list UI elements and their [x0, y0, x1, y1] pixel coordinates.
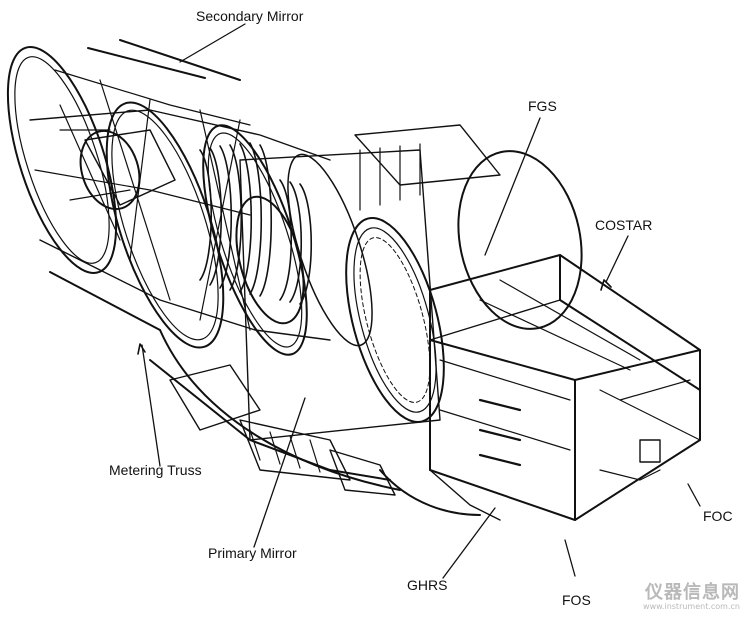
label-ghrs: GHRS: [407, 577, 448, 593]
label-costar: COSTAR: [595, 217, 653, 233]
label-foc: FOC: [703, 508, 733, 524]
label-secondary-mirror: Secondary Mirror: [196, 8, 304, 24]
label-fos: FOS: [562, 592, 591, 608]
leader-lines: [137, 23, 701, 579]
instrument-box: [429, 254, 701, 521]
label-fgs: FGS: [528, 98, 557, 114]
baffle-fins: [199, 142, 313, 305]
watermark-logo: 仪器信息网 www.instrument.com.cn: [643, 578, 740, 611]
secondary-mirror: [59, 129, 176, 211]
light-shield: [6, 39, 241, 331]
watermark-url: www.instrument.com.cn: [643, 602, 740, 611]
metering-truss-rings: [29, 69, 373, 356]
label-metering-truss: Metering Truss: [109, 462, 202, 478]
label-primary-mirror: Primary Mirror: [208, 545, 297, 561]
focal-plane-ring: [345, 216, 445, 424]
equipment-bays: [169, 364, 501, 521]
fgs-unit: [354, 124, 583, 330]
watermark-text: 仪器信息网: [645, 582, 740, 603]
